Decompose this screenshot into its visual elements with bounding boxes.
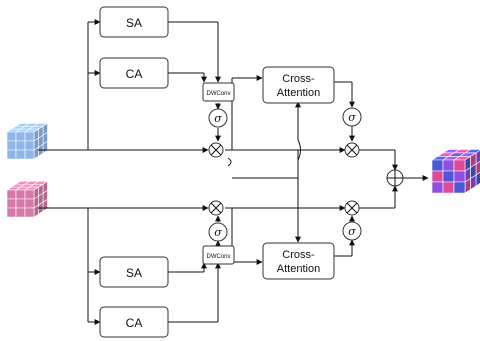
dwconv-box-top: DWConv (203, 83, 234, 101)
cube-cell-front (443, 182, 454, 193)
cube-cell-front (454, 171, 465, 182)
output-cube (432, 149, 480, 193)
dwconv-label-top: DWConv (206, 91, 230, 97)
cube-cell-front (25, 141, 34, 150)
sum-node (387, 170, 403, 186)
sigma-label-bottom-right: σ (348, 225, 356, 238)
cube-cell-front (443, 171, 454, 182)
dwconv-label-bottom: DWConv (206, 254, 230, 260)
sigma-label-bottom: σ (214, 226, 222, 239)
sigma-node-top-right: σ (343, 108, 361, 126)
ca-box-bottom: CA (100, 307, 168, 337)
cube-cell-front (454, 182, 465, 193)
cube-cell-front (7, 190, 16, 199)
cube-cell-front (25, 208, 34, 217)
cube-cell-front (7, 199, 16, 208)
cube-cell-front (7, 132, 16, 141)
cube-cell-front (16, 132, 25, 141)
ca-label-top: CA (126, 67, 143, 81)
cross-attention-box-bottom: Cross- Attention (263, 243, 334, 279)
cube-cell-front (16, 208, 25, 217)
cross-attention-bottom-line2: Attention (277, 263, 320, 275)
sa-label-bottom: SA (126, 266, 142, 280)
cube-cell-front (16, 150, 25, 159)
multiply-node-bottom-right (345, 201, 359, 215)
sa-box-bottom: SA (100, 257, 168, 287)
ca-label-bottom: CA (126, 316, 143, 330)
sa-box-top: SA (100, 7, 168, 37)
sigma-label-top: σ (214, 112, 222, 125)
bottom-branch-connectors (38, 102, 428, 322)
cube-cell-front (432, 182, 443, 193)
cube-cell-front (16, 199, 25, 208)
sigma-label-top-right: σ (348, 111, 356, 124)
cube-cell-front (7, 208, 16, 217)
cross-attention-bottom-line1: Cross- (282, 249, 315, 261)
input-cube-bottom (7, 181, 48, 217)
cube-cell-front (16, 190, 25, 199)
cube-cell-front (25, 132, 34, 141)
cross-attention-top-line1: Cross- (282, 73, 315, 85)
cube-cell-front (25, 199, 34, 208)
cross-attention-top-line2: Attention (277, 87, 320, 99)
sigma-node-top: σ (209, 109, 227, 127)
multiply-node-top-right (345, 143, 359, 157)
multiply-node-bottom-left (209, 201, 223, 215)
cube-cell-front (432, 171, 443, 182)
sigma-node-bottom-right: σ (343, 222, 361, 240)
multiply-node-top-left (209, 143, 223, 157)
cube-cell-front (443, 160, 454, 171)
cross-attention-box-top: Cross- Attention (263, 67, 334, 103)
cube-cell-front (25, 150, 34, 159)
cube-cell-front (432, 160, 443, 171)
crossover-loop (228, 158, 231, 166)
sigma-node-bottom: σ (209, 223, 227, 241)
ca-box-top: CA (100, 58, 168, 88)
input-cube-top (7, 123, 48, 159)
cube-cell-front (454, 160, 465, 171)
cube-cell-front (25, 190, 34, 199)
cube-cell-front (7, 150, 16, 159)
dwconv-box-bottom: DWConv (203, 246, 234, 264)
sa-label-top: SA (126, 16, 142, 30)
cube-cell-front (16, 141, 25, 150)
cube-cell-front (7, 141, 16, 150)
